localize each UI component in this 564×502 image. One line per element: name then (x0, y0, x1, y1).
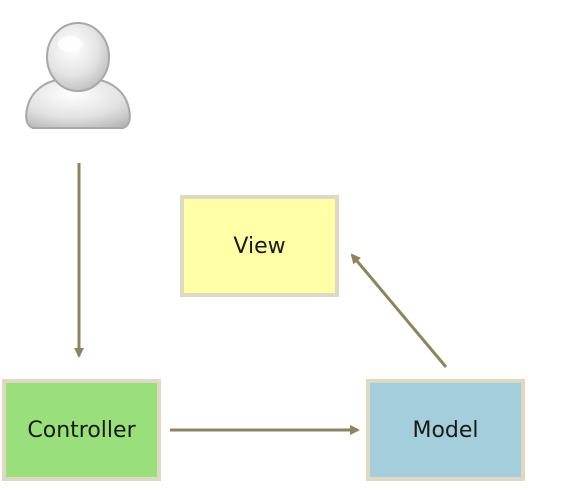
controller-node: Controller (2, 379, 161, 481)
view-node: View (180, 195, 339, 297)
arrow-model-to-view (350, 253, 448, 368)
model-node: Model (366, 379, 525, 481)
view-label: View (233, 233, 286, 259)
model-label: Model (412, 417, 479, 443)
user-icon (25, 22, 131, 129)
controller-label: Controller (27, 417, 136, 443)
